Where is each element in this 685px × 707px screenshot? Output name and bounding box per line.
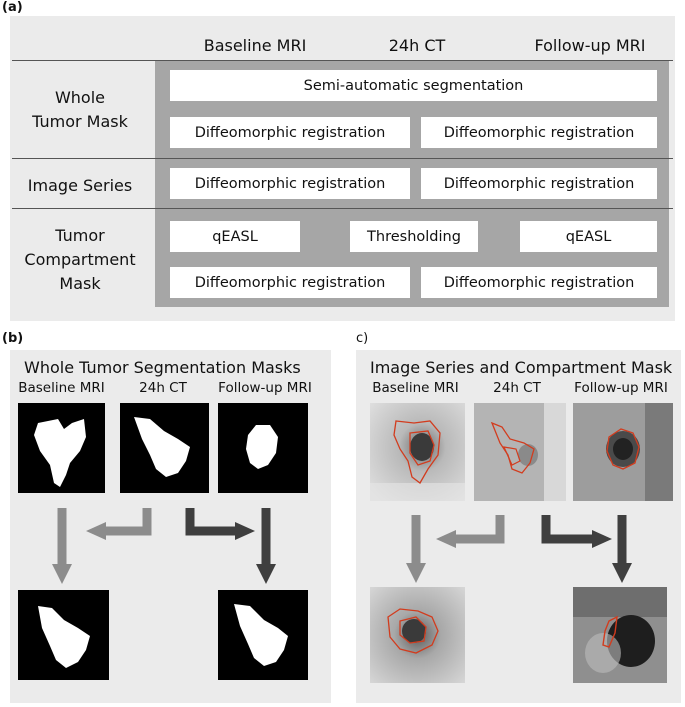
tumor-contour	[399, 616, 427, 644]
row-header-line: Image Series	[27, 176, 133, 195]
row-header-whole-tumor-mask: Whole Tumor Mask	[10, 86, 150, 134]
diffeomorphic-registration-box: Diffeomorphic registration	[421, 267, 657, 298]
arrow-head	[86, 522, 106, 540]
scan-graphic	[370, 403, 465, 501]
panel-b: Whole Tumor Segmentation Masks Baseline …	[10, 350, 331, 703]
row-header-line: Compartment	[24, 250, 136, 269]
tumor-mask-shape	[34, 419, 86, 487]
scan-image-follow-up	[573, 403, 673, 501]
registered-mask-follow-up	[218, 590, 308, 680]
tumor-contour	[602, 615, 618, 648]
scan-graphic	[573, 403, 673, 501]
column-header-follow-up-mri: Follow-up MRI	[534, 36, 646, 55]
diffeomorphic-registration-box: Diffeomorphic registration	[170, 117, 410, 148]
diffeomorphic-registration-box: Diffeomorphic registration	[421, 117, 657, 148]
panel-a-label: (a)	[2, 0, 23, 15]
tumor-contour	[502, 446, 521, 466]
scan-image-baseline	[370, 403, 465, 501]
arrow-head	[592, 530, 612, 548]
scan-graphic	[370, 587, 465, 683]
image-label-follow-up-mri: Follow-up MRI	[574, 380, 668, 396]
row-header-line: Tumor Mask	[32, 112, 128, 131]
tumor-contour	[409, 430, 435, 466]
qeasl-box-baseline: qEASL	[170, 221, 300, 252]
tumor-mask-shape	[38, 606, 90, 668]
image-label-baseline-mri: Baseline MRI	[18, 380, 105, 396]
scan-image-ct	[474, 403, 566, 501]
arrow-head	[436, 530, 456, 548]
row-header-line: Tumor	[55, 226, 105, 245]
row-header-line: Mask	[59, 274, 101, 293]
arrow-head	[256, 564, 276, 584]
registration-arrows	[406, 515, 632, 583]
mask-image-follow-up	[218, 403, 308, 493]
panel-c-label: c)	[356, 331, 369, 346]
tumor-mask-shape	[234, 604, 288, 666]
row-divider	[12, 60, 673, 61]
arrow-light	[57, 508, 152, 566]
image-label-follow-up-mri: Follow-up MRI	[218, 380, 312, 396]
panel-b-title: Whole Tumor Segmentation Masks	[24, 358, 301, 377]
row-divider	[12, 208, 673, 209]
semi-automatic-segmentation-box: Semi-automatic segmentation	[170, 70, 657, 101]
panel-c: Image Series and Compartment Mask Baseli…	[356, 350, 681, 703]
panel-b-label: (b)	[2, 331, 24, 346]
registration-arrows	[52, 508, 276, 584]
image-label-24h-ct: 24h CT	[139, 380, 187, 396]
registered-scan-follow-up	[573, 587, 667, 683]
arrow-head	[235, 522, 255, 540]
registered-scan-baseline	[370, 587, 465, 683]
arrow-light	[411, 515, 505, 565]
arrow-dark	[185, 508, 271, 566]
column-header-baseline-mri: Baseline MRI	[203, 36, 307, 55]
thresholding-box: Thresholding	[350, 221, 478, 252]
tumor-contour	[387, 608, 439, 654]
panel-c-title: Image Series and Compartment Mask	[370, 358, 673, 377]
row-header-line: Whole	[54, 88, 106, 107]
image-label-24h-ct: 24h CT	[493, 380, 541, 396]
tumor-contour	[606, 428, 640, 470]
arrow-head	[52, 564, 72, 584]
row-header-image-series: Image Series	[10, 174, 150, 198]
arrow-dark	[541, 515, 627, 565]
scan-graphic	[474, 403, 566, 501]
diffeomorphic-registration-box: Diffeomorphic registration	[170, 267, 410, 298]
diffeomorphic-registration-box: Diffeomorphic registration	[170, 168, 410, 199]
arrow-head	[406, 563, 426, 583]
tumor-mask-shape	[246, 425, 278, 469]
diffeomorphic-registration-box: Diffeomorphic registration	[421, 168, 657, 199]
mask-image-baseline	[18, 403, 105, 493]
tumor-contour	[393, 420, 441, 484]
image-label-baseline-mri: Baseline MRI	[372, 380, 459, 396]
row-header-tumor-compartment-mask: Tumor Compartment Mask	[10, 224, 150, 296]
mask-image-ct	[120, 403, 209, 493]
qeasl-box-followup: qEASL	[520, 221, 657, 252]
row-divider	[12, 158, 673, 159]
registered-mask-baseline	[18, 590, 109, 680]
arrow-head	[612, 563, 632, 583]
column-header-24h-ct: 24h CT	[388, 36, 446, 55]
tumor-mask-shape	[134, 417, 190, 477]
scan-graphic	[573, 587, 667, 683]
panel-a-table: Baseline MRI 24h CT Follow-up MRI Whole …	[10, 16, 675, 321]
